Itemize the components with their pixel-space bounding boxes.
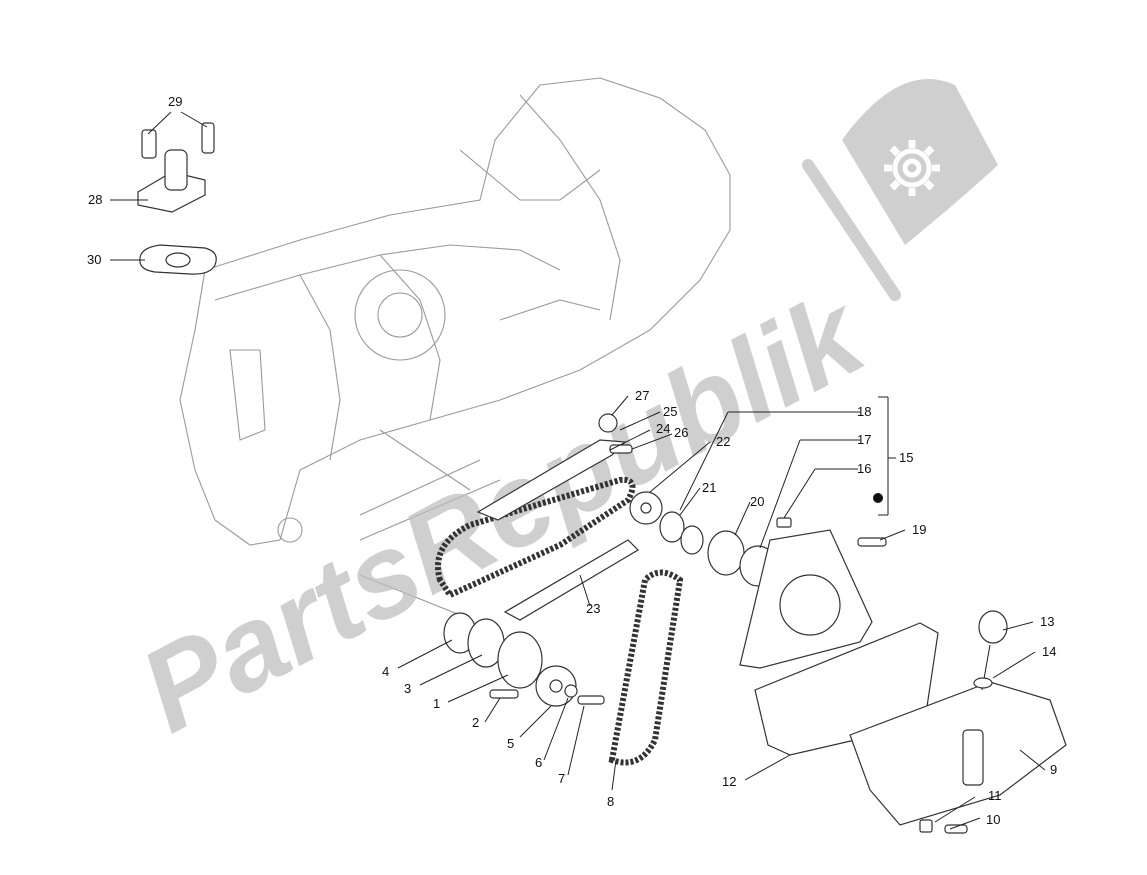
callout-18: 18: [857, 404, 871, 419]
callout-6: 6: [535, 755, 542, 770]
screw-2: [489, 689, 519, 699]
dot-marker: [873, 493, 883, 503]
screw-10: [944, 824, 968, 834]
callout-2: 2: [472, 715, 479, 730]
chain-tensioner-group: [137, 122, 217, 275]
guide-23: [503, 539, 639, 621]
dipstick-cap-13: [978, 610, 1008, 644]
callout-17: 17: [857, 432, 871, 447]
callout-8: 8: [607, 794, 614, 809]
screw-19: [857, 537, 887, 547]
callout-20: 20: [750, 494, 764, 509]
callout-10: 10: [986, 812, 1000, 827]
bolt-26: [609, 444, 633, 454]
o-ring-21: [680, 525, 704, 555]
callout-labels: 29 28 30 27 25 26 22 24 21 20 18 17 16 1…: [87, 94, 1057, 827]
callout-28: 28: [88, 192, 102, 207]
bolt-29a: [141, 129, 157, 159]
o-ring-14: [973, 677, 993, 689]
sump-9: [849, 681, 1067, 826]
callout-12: 12: [722, 774, 736, 789]
pump-1: [497, 631, 543, 689]
callout-4: 4: [382, 664, 389, 679]
callout-30: 30: [87, 252, 101, 267]
callout-24: 24: [656, 421, 670, 436]
leader-lines: [110, 111, 1046, 830]
bolt-29b: [201, 122, 215, 154]
callout-13: 13: [1040, 614, 1054, 629]
callout-15: 15: [899, 450, 913, 465]
callout-3: 3: [404, 681, 411, 696]
callout-9: 9: [1050, 762, 1057, 777]
crankcase-outline: [179, 77, 731, 616]
callout-23: 23: [586, 601, 600, 616]
callout-16: 16: [857, 461, 871, 476]
callout-11: 11: [988, 788, 1002, 803]
pump-cover-group: [629, 491, 887, 669]
washer-6: [564, 684, 578, 698]
callout-21: 21: [702, 480, 716, 495]
gear-20: [707, 530, 745, 576]
callout-1: 1: [433, 696, 440, 711]
callout-14: 14: [1042, 644, 1056, 659]
washer-21a: [659, 511, 685, 543]
oil-pump-group: [443, 612, 605, 707]
callout-29: 29: [168, 94, 182, 109]
callout-19: 19: [912, 522, 926, 537]
screw-7: [577, 695, 605, 705]
sump-group: [754, 610, 1067, 834]
callout-5: 5: [507, 736, 514, 751]
clip-11: [919, 819, 933, 833]
callout-7: 7: [558, 771, 565, 786]
callout-27: 27: [635, 388, 649, 403]
pin-16: [776, 517, 792, 528]
bushing-27: [598, 413, 618, 433]
timing-chain-group: [435, 413, 684, 766]
callout-25: 25: [663, 404, 677, 419]
callout-26: 26: [674, 425, 688, 440]
callout-22: 22: [716, 434, 730, 449]
gear-flag-icon: [802, 79, 998, 301]
